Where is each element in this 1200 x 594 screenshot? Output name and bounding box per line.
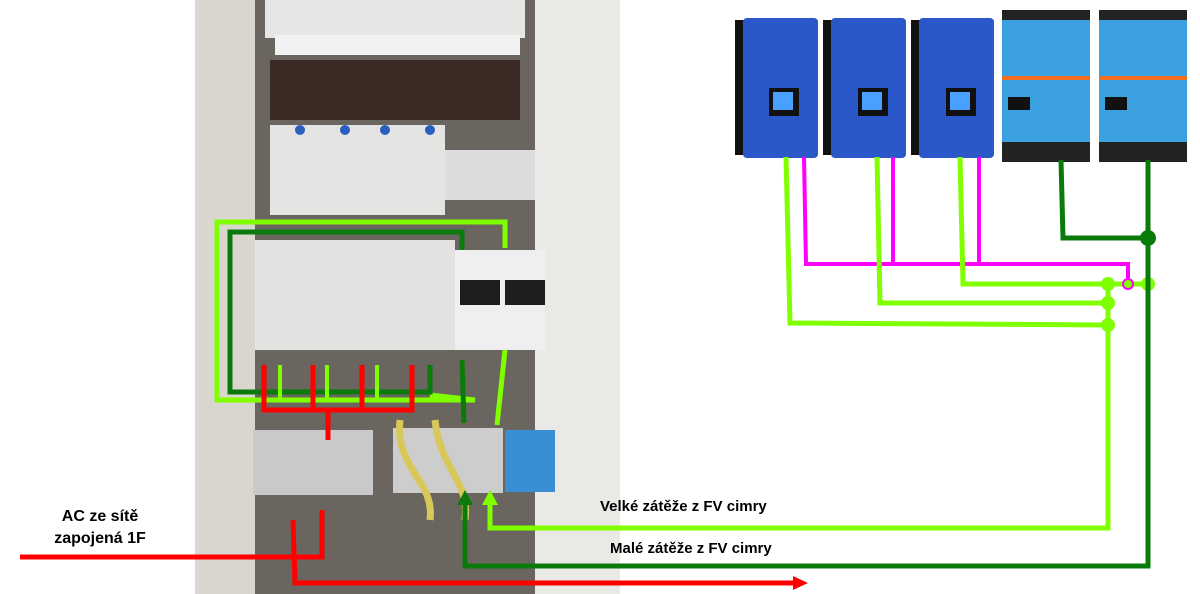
junction-dot	[1101, 318, 1115, 332]
grid-ac-wire	[290, 519, 795, 586]
small-loads-busbar	[227, 229, 465, 395]
top-breaker-row	[265, 0, 525, 38]
ac-grid-label-line2: zapojená 1F	[54, 530, 146, 547]
grid-tie-inverter-2	[823, 18, 906, 158]
victron-multiplus-2	[1099, 10, 1187, 162]
junction-dot	[1140, 230, 1156, 246]
rcd-test-button	[295, 125, 305, 135]
junction-dot	[1101, 296, 1115, 310]
panel-photo-art	[195, 0, 620, 594]
small-loads-wire	[462, 160, 1151, 569]
arrow-head	[793, 576, 808, 590]
grid-ac-busbar	[328, 365, 415, 413]
terminal-block-l	[253, 430, 373, 495]
ac-grid-label: AC ze sítě zapojená 1F	[0, 506, 200, 550]
rcd-test-button	[380, 125, 390, 135]
mcb-breakers	[255, 240, 455, 350]
neutral-junction-dot	[1122, 278, 1134, 290]
pv-breaker-switch-1	[460, 280, 500, 305]
wiring-cavity	[270, 60, 520, 120]
large-loads-wire	[957, 156, 1148, 287]
ac-grid-label-line1: AC ze sítě	[61, 508, 139, 525]
grid-ac-busbar	[261, 365, 331, 440]
rcd-test-button	[340, 125, 350, 135]
large-loads-wire	[874, 156, 1108, 306]
rcd-breakers	[270, 125, 445, 215]
terminal-block-blue	[505, 430, 555, 492]
panel-left-wall	[195, 0, 255, 594]
grid-tie-inverter-1	[735, 18, 818, 158]
large-loads-wire	[487, 284, 1111, 531]
victron-multiplus-1	[1002, 10, 1090, 162]
terminal-blocks-top	[445, 150, 535, 200]
large-loads-feed	[494, 349, 508, 426]
small-loads-wire	[1058, 159, 1148, 241]
small-loads-feed	[459, 359, 467, 424]
large-loads-label: Velké zátěže z FV cimry	[600, 498, 767, 515]
grid-ac-wire	[20, 510, 325, 560]
small-loads-label: Malé zátěže z FV cimry	[610, 540, 772, 557]
pv-breaker-switch-2	[505, 280, 545, 305]
pe-wire	[396, 419, 434, 521]
panel-photo	[195, 0, 620, 594]
grid-tie-inverter-3	[911, 18, 994, 158]
top-label-strip	[275, 35, 520, 55]
rcd-test-button	[425, 125, 435, 135]
large-loads-busbar	[214, 219, 508, 403]
junction-dot	[1101, 277, 1115, 291]
panel-right-door	[535, 0, 620, 594]
large-loads-wire	[783, 156, 1109, 328]
arrow-head	[457, 490, 473, 505]
neutral-link-wire	[802, 156, 1130, 283]
arrow-head	[482, 490, 498, 505]
